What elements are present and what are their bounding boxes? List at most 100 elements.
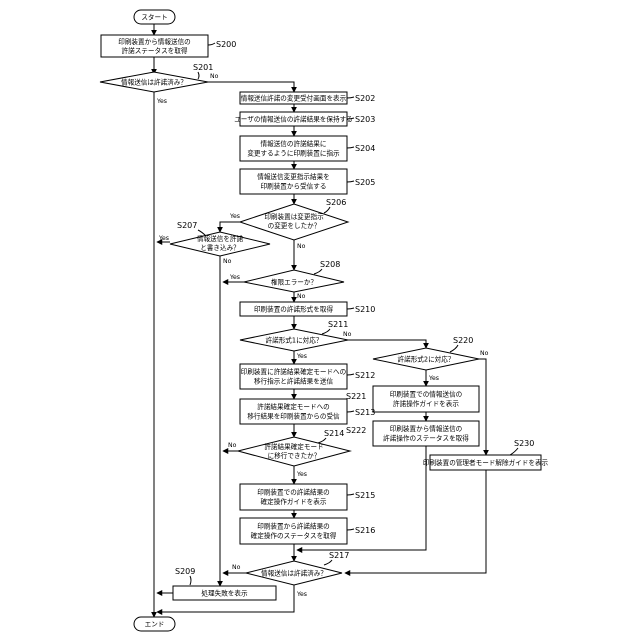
svg-text:S204: S204 — [355, 144, 375, 153]
step-s230: 印刷装置の管理者モード解除ガイドを表示 — [423, 455, 549, 470]
svg-text:移行指示と許諾結果を送信: 移行指示と許諾結果を送信 — [254, 377, 334, 386]
svg-text:S212: S212 — [355, 371, 375, 380]
step-s215: 印刷装置での許諾結果の 確定操作ガイドを表示 — [240, 484, 347, 510]
svg-text:S210: S210 — [355, 305, 375, 314]
svg-text:印刷装置の管理者モード解除ガイドを表示: 印刷装置の管理者モード解除ガイドを表示 — [423, 458, 549, 467]
svg-text:No: No — [297, 243, 306, 250]
svg-text:印刷装置から情報送信の: 印刷装置から情報送信の — [118, 37, 191, 46]
svg-text:No: No — [232, 564, 241, 571]
svg-text:S201: S201 — [193, 63, 213, 72]
svg-text:S209: S209 — [175, 567, 195, 576]
svg-text:S216: S216 — [355, 526, 375, 535]
start-terminal: スタート — [134, 10, 175, 24]
svg-text:S202: S202 — [355, 94, 375, 103]
svg-text:印刷装置での許諾結果の: 印刷装置での許諾結果の — [257, 488, 330, 497]
step-s221: 印刷装置での情報送信の 許諾操作ガイドを表示 — [373, 386, 479, 412]
svg-text:許諾形式1に対応？: 許諾形式1に対応？ — [266, 336, 323, 345]
svg-text:許諾結果確定モード: 許諾結果確定モード — [264, 442, 323, 451]
svg-text:No: No — [297, 293, 306, 300]
svg-text:許諾操作のステータスを取得: 許諾操作のステータスを取得 — [383, 434, 469, 443]
step-s209: 処理失敗を表示 — [173, 586, 276, 600]
svg-text:印刷装置に許諾結果確定モードへの: 印刷装置に許諾結果確定モードへの — [241, 367, 347, 376]
step-s204: 情報送信の許諾結果に 変更するように印刷装置に指示 — [240, 136, 347, 161]
svg-text:変更するように印刷装置に指示: 変更するように印刷装置に指示 — [247, 149, 340, 158]
step-labels: S200 S201 S202 S203 S204 S205 S206 S207 … — [175, 40, 534, 585]
svg-text:に移行できたか？: に移行できたか？ — [268, 451, 321, 460]
svg-text:と書き込み？: と書き込み？ — [200, 243, 240, 252]
svg-text:S221: S221 — [346, 392, 366, 401]
svg-text:情報送信は許諾済み？: 情報送信は許諾済み？ — [121, 78, 187, 87]
svg-text:S208: S208 — [320, 260, 340, 269]
svg-text:S211: S211 — [328, 320, 348, 329]
svg-text:S206: S206 — [326, 198, 346, 207]
svg-text:S203: S203 — [355, 115, 375, 124]
svg-text:の変更をしたか？: の変更をしたか？ — [268, 221, 321, 230]
decision-s220: 許諾形式2に対応？ — [373, 348, 479, 370]
step-s210: 印刷装置の許諾形式を取得 — [240, 302, 347, 316]
decision-s211: 許諾形式1に対応？ — [240, 329, 348, 351]
svg-text:S230: S230 — [514, 439, 534, 448]
svg-text:許諾ステータスを取得: 許諾ステータスを取得 — [122, 46, 188, 55]
svg-text:S205: S205 — [355, 178, 375, 187]
svg-text:No: No — [228, 442, 237, 449]
decision-s214: 許諾結果確定モード に移行できたか？ — [238, 437, 350, 466]
svg-text:Yes: Yes — [156, 98, 167, 105]
svg-text:Yes: Yes — [296, 471, 307, 478]
step-s222: 印刷装置から情報送信の 許諾操作のステータスを取得 — [373, 421, 479, 446]
svg-text:S217: S217 — [329, 551, 349, 560]
svg-text:スタート: スタート — [141, 13, 167, 22]
svg-text:Yes: Yes — [428, 375, 439, 382]
step-s213: 許諾結果確定モードへの 移行結果を印刷装置からの受信 — [240, 399, 347, 424]
svg-text:情報送信は許諾済み？: 情報送信は許諾済み？ — [261, 569, 327, 578]
svg-text:S213: S213 — [355, 408, 375, 417]
svg-text:Yes: Yes — [296, 353, 307, 360]
svg-text:No: No — [210, 73, 219, 80]
svg-text:印刷装置は変更指示: 印刷装置は変更指示 — [264, 212, 324, 221]
svg-text:印刷装置の許諾形式を取得: 印刷装置の許諾形式を取得 — [254, 305, 334, 314]
step-s205: 情報送信変更指示結果を 印刷装置から受信する — [240, 169, 347, 194]
svg-text:Yes: Yes — [158, 235, 169, 242]
svg-text:情報送信変更指示結果を: 情報送信変更指示結果を — [257, 172, 330, 181]
svg-text:確定操作のステータスを取得: 確定操作のステータスを取得 — [251, 531, 337, 540]
svg-text:Yes: Yes — [296, 591, 307, 598]
svg-text:処理失敗を表示: 処理失敗を表示 — [201, 589, 248, 598]
svg-text:印刷装置から受信する: 印刷装置から受信する — [261, 182, 327, 191]
svg-text:情報送信許諾の変更受付画面を表示: 情報送信許諾の変更受付画面を表示 — [241, 94, 347, 103]
svg-text:許諾結果確定モードへの: 許諾結果確定モードへの — [257, 402, 330, 411]
svg-text:印刷装置から許諾結果の: 印刷装置から許諾結果の — [257, 522, 330, 531]
svg-text:S215: S215 — [355, 491, 375, 500]
svg-text:Yes: Yes — [229, 274, 240, 281]
svg-text:移行結果を印刷装置からの受信: 移行結果を印刷装置からの受信 — [247, 412, 340, 421]
decision-s208: 権限エラーか？ — [244, 270, 344, 292]
svg-text:Yes: Yes — [229, 213, 240, 220]
decision-s201: 情報送信は許諾済み？ — [100, 72, 208, 92]
step-s200: 印刷装置から情報送信の 許諾ステータスを取得 — [101, 35, 208, 57]
svg-text:No: No — [223, 258, 232, 265]
svg-text:エンド: エンド — [145, 621, 165, 629]
svg-text:S207: S207 — [177, 221, 197, 230]
step-s203: ユーザの情報送信の許諾結果を保持する — [234, 112, 353, 126]
svg-text:No: No — [480, 350, 489, 357]
svg-text:確定操作ガイドを表示: 確定操作ガイドを表示 — [261, 497, 327, 506]
decision-s206: 印刷装置は変更指示 の変更をしたか？ — [240, 204, 348, 240]
svg-text:No: No — [343, 331, 352, 338]
svg-text:S200: S200 — [216, 40, 236, 49]
svg-text:S220: S220 — [453, 336, 473, 345]
decision-s207: 情報送信を許諾 と書き込み？ — [170, 232, 270, 256]
svg-text:S214: S214 — [324, 429, 344, 438]
svg-text:許諾操作ガイドを表示: 許諾操作ガイドを表示 — [393, 399, 459, 408]
svg-text:印刷装置での情報送信の: 印刷装置での情報送信の — [390, 390, 463, 399]
svg-text:印刷装置から情報送信の: 印刷装置から情報送信の — [390, 424, 463, 433]
step-s212: 印刷装置に許諾結果確定モードへの 移行指示と許諾結果を送信 — [240, 364, 347, 389]
step-s202: 情報送信許諾の変更受付画面を表示 — [240, 92, 347, 104]
svg-text:S222: S222 — [346, 426, 366, 435]
end-terminal: エンド — [134, 617, 175, 631]
svg-text:情報送信を許諾: 情報送信を許諾 — [197, 234, 244, 243]
decision-s217: 情報送信は許諾済み？ — [246, 561, 342, 585]
svg-text:許諾形式2に対応？: 許諾形式2に対応？ — [398, 355, 455, 364]
svg-text:ユーザの情報送信の許諾結果を保持する: ユーザの情報送信の許諾結果を保持する — [234, 115, 353, 124]
svg-text:権限エラーか？: 権限エラーか？ — [271, 278, 317, 287]
svg-text:情報送信の許諾結果に: 情報送信の許諾結果に — [261, 139, 327, 148]
step-s216: 印刷装置から許諾結果の 確定操作のステータスを取得 — [240, 518, 347, 544]
